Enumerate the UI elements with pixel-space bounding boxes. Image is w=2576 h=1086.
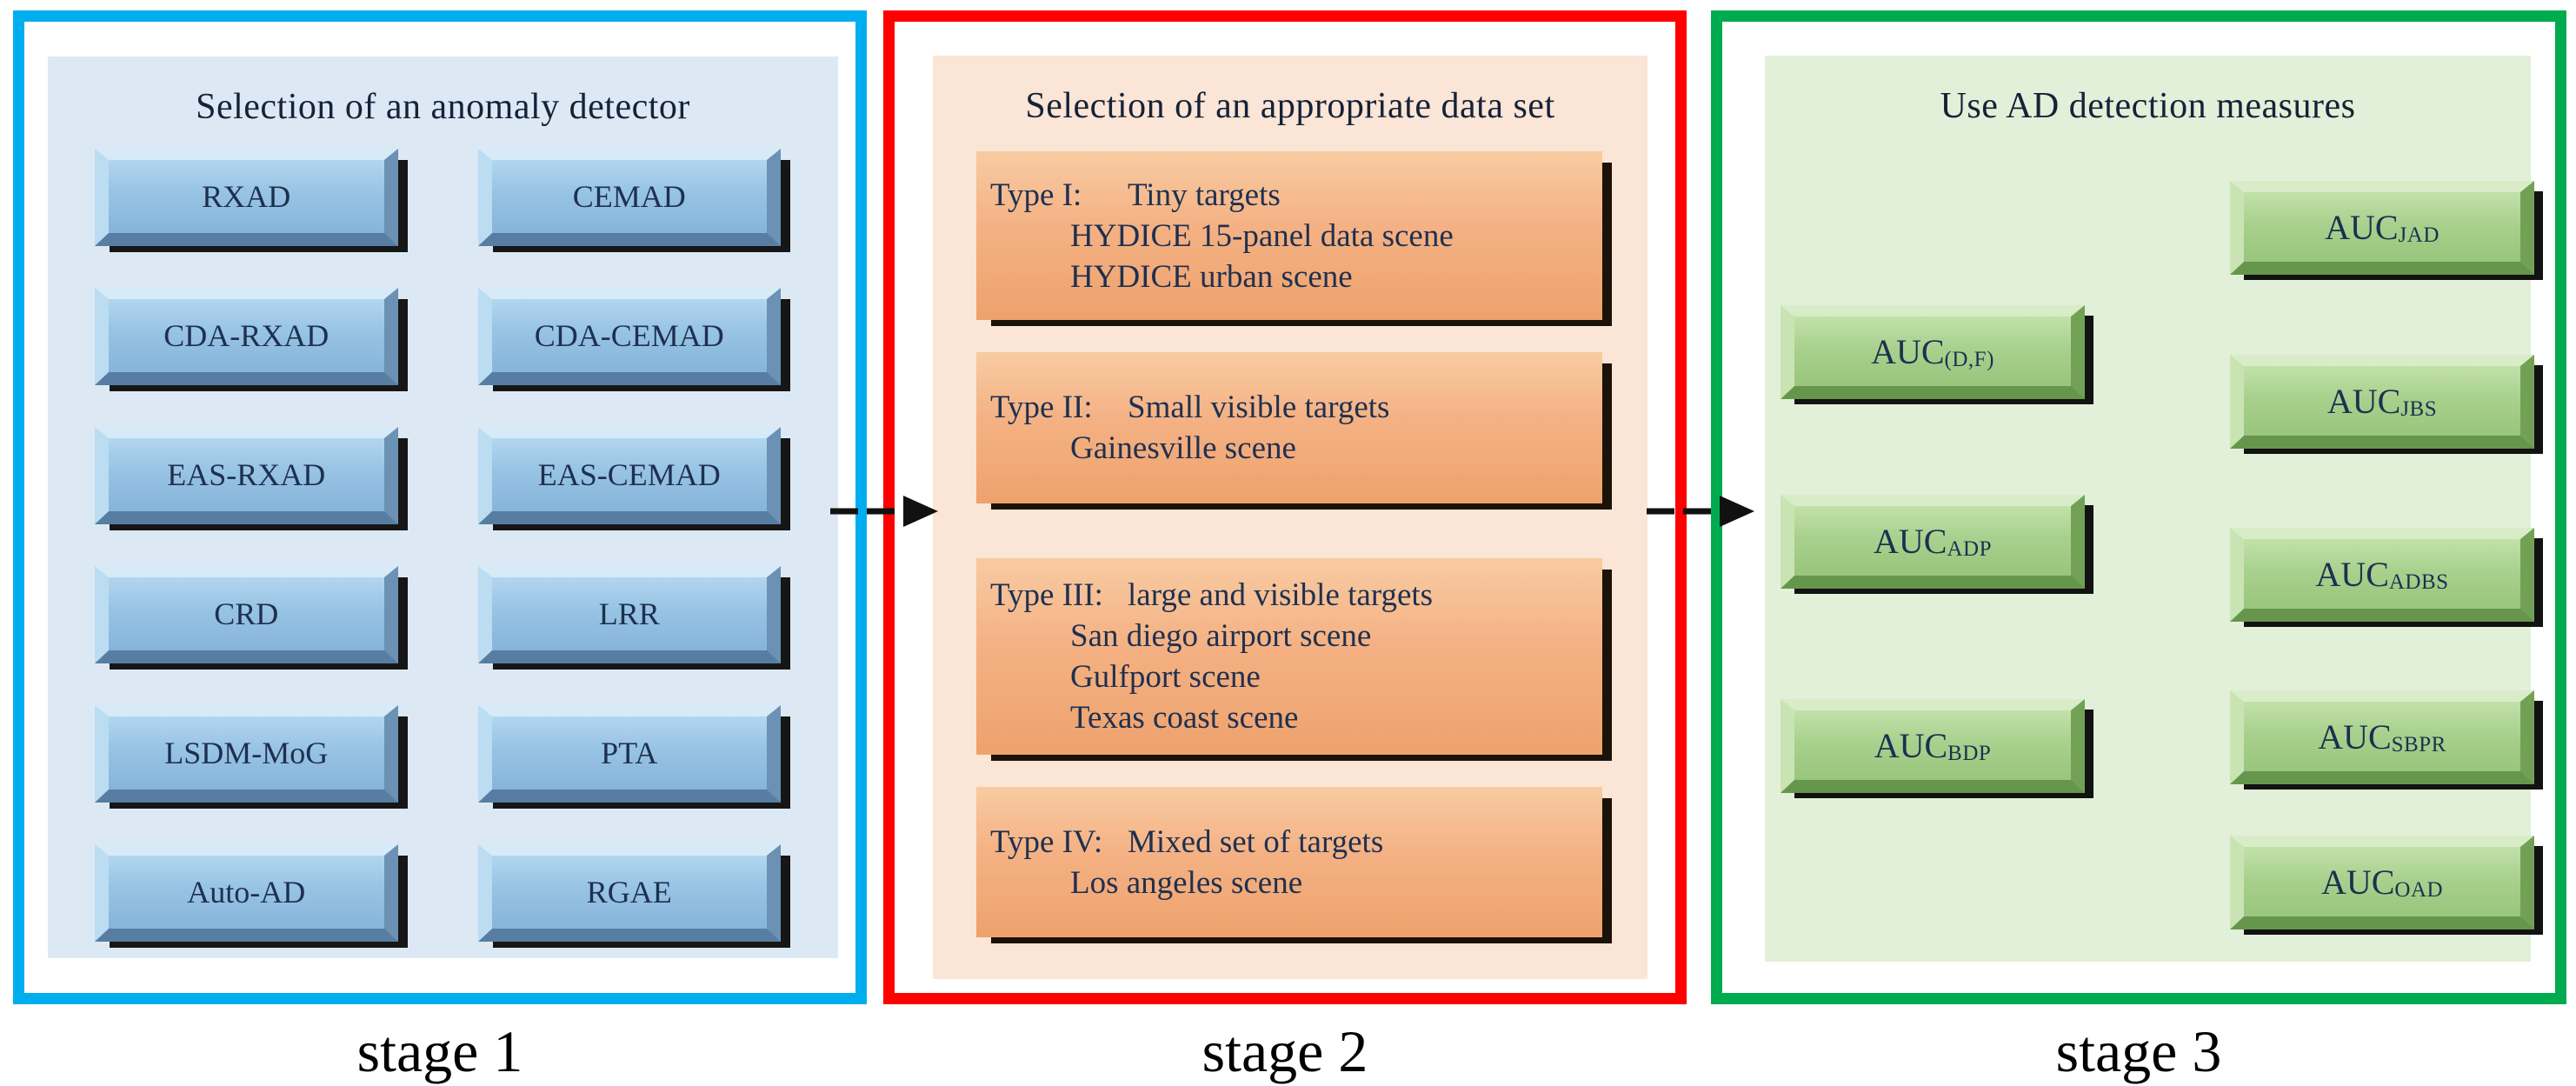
- stage-1-title: Selection of an anomaly detector: [196, 87, 690, 127]
- card-heading: Type I: Tiny targets: [990, 175, 1595, 216]
- stage-3-panel: Use AD detection measures AUCJAD AUCJBS …: [1711, 10, 2566, 1004]
- button-label: AUCJBS: [2326, 381, 2438, 421]
- stage-2-inner-box: Selection of an appropriate data set Typ…: [933, 56, 1647, 979]
- card-type-prefix: Type I:: [990, 177, 1082, 213]
- card-type-heading: Mixed set of targets: [1128, 823, 1384, 860]
- dataset-card-type-i[interactable]: Type I: Tiny targets HYDICE 15-panel dat…: [976, 151, 1602, 320]
- detector-button-pta[interactable]: PTA: [477, 705, 781, 803]
- stage-3-inner-box: Use AD detection measures AUCJAD AUCJBS …: [1765, 56, 2534, 962]
- card-type-prefix: Type II:: [990, 390, 1093, 425]
- stage-1-inner-box: Selection of an anomaly detector RXAD CE…: [48, 57, 838, 958]
- detector-button-cda-rxad[interactable]: CDA-RXAD: [95, 288, 398, 385]
- detector-button-cda-cemad[interactable]: CDA-CEMAD: [477, 288, 781, 385]
- stage-1-panel: Selection of an anomaly detector RXAD CE…: [13, 10, 867, 1004]
- card-item: Gainesville scene: [1070, 430, 1296, 466]
- button-label: AUCBDP: [1874, 725, 1992, 765]
- detector-button-crd[interactable]: CRD: [95, 566, 398, 663]
- stage-2-panel: Selection of an appropriate data set Typ…: [883, 10, 1687, 1004]
- dashed-right-arrow-icon: [830, 496, 938, 527]
- dataset-card-type-ii[interactable]: Type II: Small visible targets Gainesvil…: [976, 352, 1602, 503]
- button-label: AUCOAD: [2320, 862, 2444, 902]
- card-item: HYDICE urban scene: [1070, 258, 1353, 295]
- detector-button-lrr[interactable]: LRR: [477, 566, 781, 663]
- card-heading: Type IV: Mixed set of targets: [990, 822, 1595, 863]
- measure-button-auc-df[interactable]: AUC(D,F): [1781, 305, 2085, 399]
- measure-button-auc-jbs[interactable]: AUCJBS: [2230, 355, 2534, 449]
- detector-button-eas-cemad[interactable]: EAS-CEMAD: [477, 427, 781, 524]
- detector-button-rgae[interactable]: RGAE: [477, 844, 781, 942]
- card-type-heading: Small visible targets: [1128, 390, 1390, 425]
- detector-button-eas-rxad[interactable]: EAS-RXAD: [95, 427, 398, 524]
- detector-button-grid: RXAD CEMAD CDA-RXAD CDA-CEMAD EAS-RXAD E…: [95, 149, 781, 942]
- card-item: HYDICE 15-panel data scene: [1070, 217, 1454, 254]
- detector-button-auto-ad[interactable]: Auto-AD: [95, 844, 398, 942]
- card-type-heading: large and visible targets: [1128, 577, 1434, 613]
- button-label: AUCSBPR: [2318, 716, 2446, 756]
- stage-2-label: stage 2: [1201, 1018, 1368, 1084]
- card-type-prefix: Type IV:: [990, 823, 1103, 860]
- stage-1-label: stage 1: [356, 1018, 523, 1084]
- card-item: Los angeles scene: [1070, 864, 1303, 901]
- dataset-card-type-iii[interactable]: Type III: large and visible targets San …: [976, 558, 1602, 755]
- card-type-heading: Tiny targets: [1128, 177, 1281, 213]
- measure-button-auc-adbs[interactable]: AUCADBS: [2230, 528, 2534, 622]
- detector-button-lsdm-mog[interactable]: LSDM-MoG: [95, 705, 398, 803]
- detector-button-cemad[interactable]: CEMAD: [477, 149, 781, 246]
- button-label: AUCADBS: [2315, 554, 2449, 594]
- card-type-prefix: Type III:: [990, 577, 1103, 613]
- stage-3-title: Use AD detection measures: [1940, 86, 2356, 126]
- measure-button-auc-adp[interactable]: AUCADP: [1781, 495, 2085, 589]
- card-heading: Type II: Small visible targets: [990, 387, 1595, 428]
- stage-3-label: stage 3: [2055, 1018, 2222, 1084]
- button-label: AUC(D,F): [1871, 331, 1994, 371]
- card-item: San diego airport scene: [1070, 618, 1372, 654]
- button-label: AUCJAD: [2325, 207, 2440, 247]
- card-item: Gulfport scene: [1070, 659, 1261, 695]
- detector-button-rxad[interactable]: RXAD: [95, 149, 398, 246]
- measure-button-auc-oad[interactable]: AUCOAD: [2230, 836, 2534, 929]
- dataset-card-list: Type I: Tiny targets HYDICE 15-panel dat…: [976, 151, 1602, 937]
- card-item: Texas coast scene: [1070, 700, 1299, 736]
- stage-2-title: Selection of an appropriate data set: [1025, 86, 1555, 126]
- measure-button-auc-bdp[interactable]: AUCBDP: [1781, 699, 2085, 793]
- card-heading: Type III: large and visible targets: [990, 575, 1595, 616]
- button-label: AUCADP: [1874, 521, 1992, 561]
- measure-button-auc-jad[interactable]: AUCJAD: [2230, 181, 2534, 275]
- dashed-right-arrow-icon: [1647, 496, 1754, 527]
- measure-button-auc-sbpr[interactable]: AUCSBPR: [2230, 690, 2534, 784]
- dataset-card-type-iv[interactable]: Type IV: Mixed set of targets Los angele…: [976, 787, 1602, 937]
